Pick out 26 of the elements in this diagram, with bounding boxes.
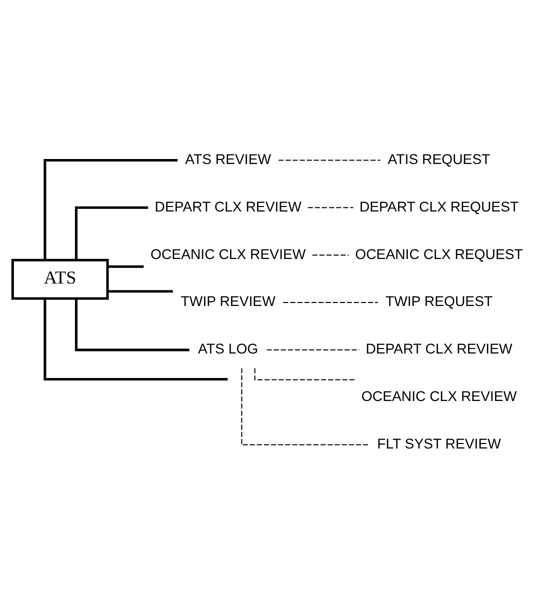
connector: [312, 254, 349, 256]
connector: [74, 206, 148, 260]
node-text: OCEANIC CLX REQUEST: [355, 246, 523, 262]
connector: [283, 302, 378, 303]
node-text: ATIS REQUEST: [388, 150, 490, 167]
node-text: FLT SYST REVIEW: [377, 436, 501, 452]
connector: [108, 265, 144, 268]
node-text: ATS REVIEW: [185, 150, 272, 167]
connector: [44, 158, 178, 260]
connector: [308, 207, 354, 208]
node-text: DEPART CLX REVIEW: [366, 340, 512, 357]
node-box: ATS: [11, 258, 109, 300]
connector: [278, 160, 380, 161]
node-text: OCEANIC CLX REVIEW: [361, 388, 517, 404]
connector: [44, 298, 228, 380]
connector: [241, 368, 370, 446]
node-text: TWIP REQUEST: [385, 293, 493, 310]
connector: [108, 290, 173, 293]
node-text: ATS LOG: [198, 340, 258, 357]
node-text: TWIP REVIEW: [180, 293, 276, 310]
connector: [266, 349, 360, 350]
connector: [254, 368, 355, 380]
node-text: DEPART CLX REQUEST: [359, 198, 519, 214]
connector: [74, 298, 190, 352]
node-text: DEPART CLX REVIEW: [154, 198, 302, 214]
node-text: OCEANIC CLX REVIEW: [150, 246, 306, 262]
